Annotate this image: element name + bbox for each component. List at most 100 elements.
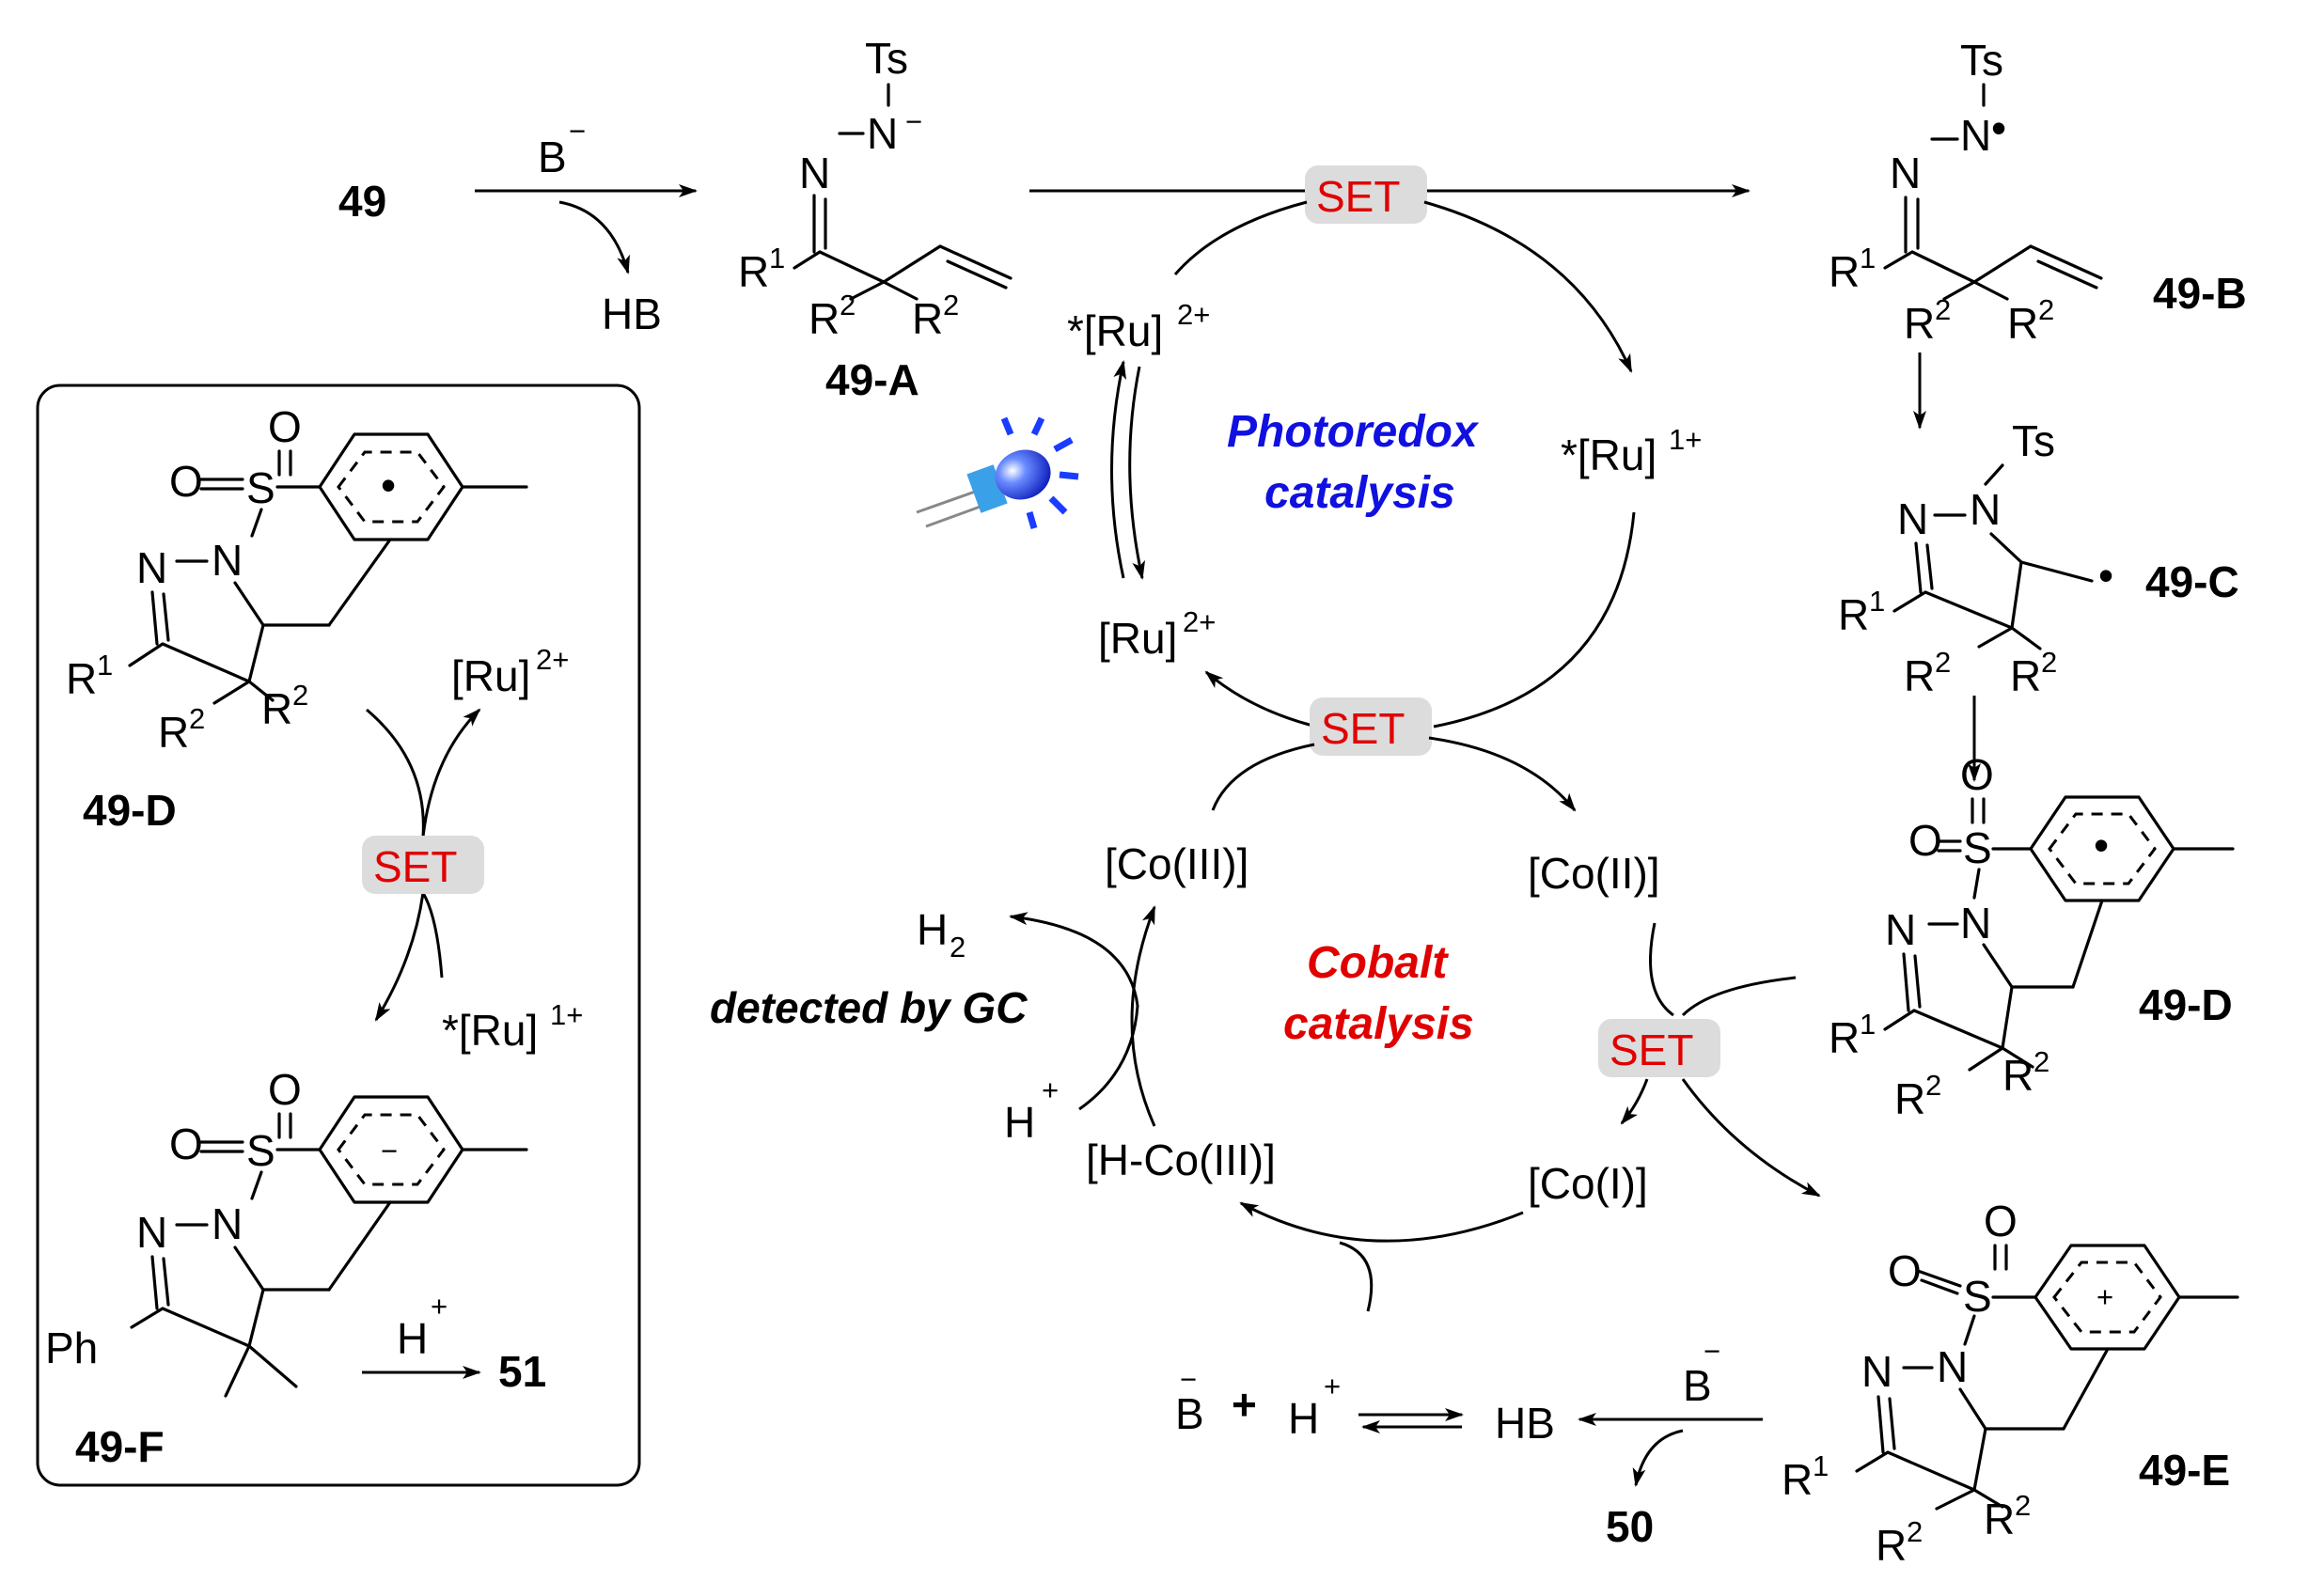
base-charge: −: [569, 115, 586, 148]
r1-sup: 1: [1860, 1008, 1876, 1041]
base-charge-3: −: [1704, 1335, 1720, 1368]
r2-sup: 2: [1925, 1069, 1941, 1102]
h2-label: H: [917, 905, 948, 954]
base-label-2: B: [1175, 1389, 1204, 1438]
r1-label: R: [1829, 247, 1860, 296]
ts-label: Ts: [865, 34, 908, 83]
plus-sign: +: [1232, 1380, 1257, 1429]
r2-sup: 2: [2038, 293, 2054, 326]
compound-49D-label-right: 49-D: [2139, 980, 2233, 1029]
product-50-arrow: [1632, 1429, 1684, 1487]
radical-dot: •: [381, 461, 396, 509]
set-label-side: SET: [373, 842, 457, 891]
n-atom: N: [212, 536, 243, 585]
n-atom: N: [136, 543, 167, 592]
excitation-arrow: [1110, 360, 1127, 579]
base-label-3: B: [1683, 1361, 1712, 1410]
ru-ground-box-charge: 2+: [536, 643, 569, 676]
n-atom: N: [1890, 149, 1921, 197]
r2-label: R: [1894, 1074, 1925, 1123]
co2-to-set-arc: [1649, 922, 1674, 1017]
base-label: B: [538, 133, 567, 181]
r1-sup: 1: [1869, 585, 1885, 618]
co3-label: [Co(III)]: [1105, 839, 1248, 888]
structure-49C: Ts N N R 1 • R 2 R 2: [1838, 416, 2113, 700]
compound-49D-label-box: 49-D: [83, 786, 177, 835]
cycle-arc-upper-right: [1423, 200, 1633, 373]
set-box-top: [1305, 165, 1427, 224]
r2-sup: 2: [1935, 646, 1951, 679]
r2-sup: 2: [943, 289, 959, 321]
r2-label: R: [158, 708, 189, 757]
r2-sup: 2: [840, 289, 856, 321]
r1-label: R: [66, 654, 97, 703]
hco3-label: [H-Co(III)]: [1086, 1136, 1276, 1184]
co1-label: [Co(I)]: [1528, 1159, 1648, 1208]
co-oxidation-arc: [1211, 743, 1315, 811]
r2-sup: 2: [292, 679, 308, 712]
hb-release-arrow: [558, 200, 630, 274]
hco3-to-co3-arc: [1130, 905, 1156, 1127]
r2-sup: 2: [189, 702, 205, 735]
r1-sup: 1: [1813, 1449, 1829, 1482]
structure-49A: Ts N − N R 1 R 2 R 2: [738, 34, 1013, 343]
ru-excited-1plus-charge: 1+: [1669, 423, 1702, 456]
proton-charge-box: +: [431, 1290, 448, 1323]
led-light-icon: [916, 416, 1079, 529]
co1-to-hco3-arc: [1239, 1201, 1524, 1243]
h2-release-arc: [1009, 912, 1139, 1111]
phenyl-label: Ph: [45, 1324, 98, 1372]
box-oxidation-arc: [366, 708, 481, 838]
r1-label: R: [738, 247, 769, 296]
49D-to-set-line: [1681, 976, 1797, 1017]
r1-label: R: [1838, 590, 1869, 639]
compound-49E-label: 49-E: [2139, 1446, 2230, 1495]
photoredox-title-line2: catalysis: [1264, 468, 1455, 518]
compound-49C-label: 49-C: [2145, 557, 2239, 606]
s-atom: S: [1963, 823, 1992, 872]
r2-sup: 2: [1907, 1515, 1923, 1548]
ru-excited-2plus: *[Ru]: [1067, 306, 1163, 355]
r1-sup: 1: [769, 242, 785, 274]
n-atom: N: [867, 109, 898, 158]
n-charge: −: [905, 105, 922, 138]
ru-excited-1plus: *[Ru]: [1561, 431, 1657, 479]
co-reduction-arc: [1428, 736, 1577, 812]
radical-dot: •: [1991, 103, 2006, 152]
n-atom: N: [1960, 899, 1991, 948]
cycle-arc-lower-right: [1433, 511, 1636, 728]
cobalt-title-line2: catalysis: [1283, 999, 1474, 1049]
compound-49F-label: 49-F: [75, 1422, 165, 1471]
structure-49B: Ts N • N R 1 R 2 R 2: [1829, 36, 2103, 348]
r2-label: R: [2010, 651, 2041, 700]
r1-label: R: [1829, 1013, 1860, 1062]
relaxation-arrow: [1128, 366, 1146, 580]
compound-49A-label: 49-A: [825, 355, 919, 404]
detected-by-gc: detected by GC: [710, 983, 1028, 1032]
r2-label: R: [1904, 299, 1935, 348]
to-co1-arrow: [1620, 1078, 1649, 1125]
set-label-middle: SET: [1321, 704, 1405, 753]
hb-label-1: HB: [602, 290, 662, 338]
r2-label: R: [1984, 1495, 2015, 1543]
structure-49F: O O S − N N Ph: [45, 1065, 528, 1398]
ru-excited-2plus-charge: 2+: [1177, 298, 1210, 331]
proton-charge-2: +: [1324, 1370, 1341, 1402]
radical-dot: •: [2098, 551, 2113, 600]
ru-excited-box: *[Ru]: [442, 1006, 538, 1055]
r2-sup: 2: [1935, 293, 1951, 326]
proton-uptake-arc: [1339, 1241, 1374, 1312]
structure-49E: O O S + N N R 1 R 2 R 2: [1782, 1197, 2239, 1570]
set-box-middle: [1310, 697, 1432, 756]
o-atom: O: [268, 1065, 302, 1114]
proton-label-1: H: [1004, 1098, 1035, 1147]
o-atom: O: [1908, 816, 1942, 865]
n-atom: N: [1937, 1342, 1968, 1391]
o-atom: O: [1888, 1246, 1922, 1295]
r2-label: R: [809, 294, 840, 343]
n-atom: N: [799, 149, 830, 197]
ru-excited-box-charge: 1+: [550, 998, 583, 1031]
s-atom: S: [246, 1126, 275, 1175]
r2-label: R: [261, 684, 292, 733]
